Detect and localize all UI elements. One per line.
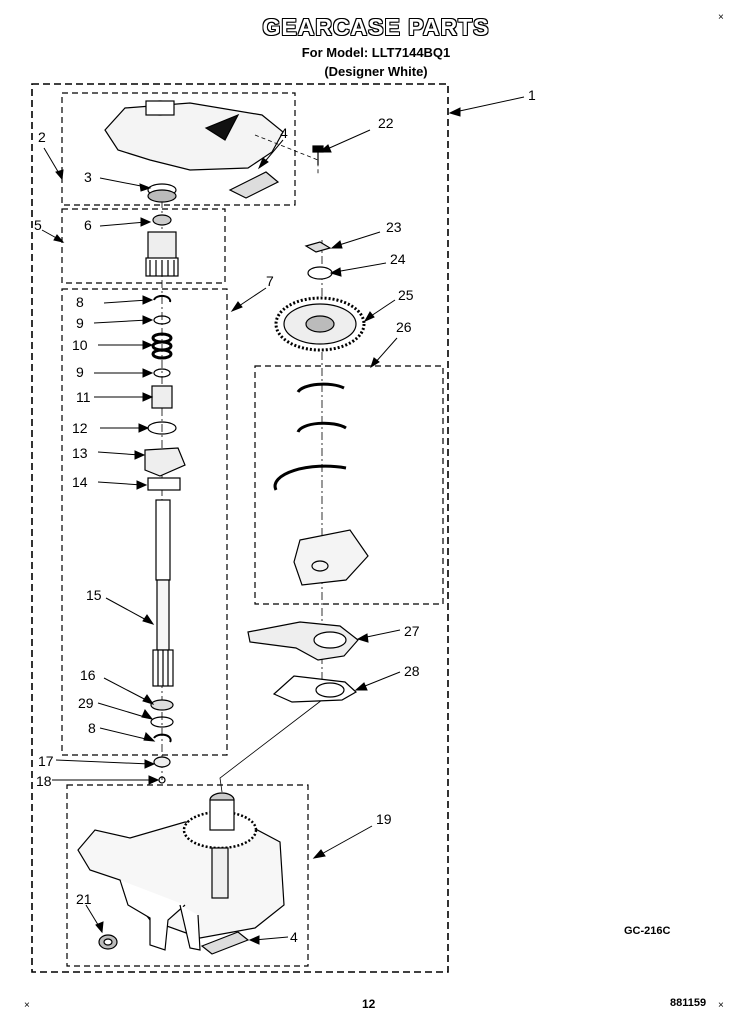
callout-label: 2: [38, 129, 46, 145]
callout-label: 25: [398, 287, 414, 303]
callout-label: 3: [84, 169, 92, 185]
page-number: 12: [362, 997, 376, 1011]
callout-label: 29: [78, 695, 94, 711]
diagram-code: GC-216C: [624, 925, 671, 937]
model-line: For Model: LLT7144BQ1: [301, 45, 451, 60]
callout-label: 8: [76, 294, 84, 310]
callout-label: 13: [72, 445, 88, 461]
cover-group-box: [61, 92, 296, 206]
callout-label: 6: [84, 217, 92, 233]
callout-label: 16: [80, 667, 96, 683]
callout-label: 9: [76, 315, 84, 331]
shift-group-box: [254, 365, 444, 605]
corner-mark: ×: [718, 12, 724, 23]
callout-label: 26: [396, 319, 412, 335]
gearcase-cover: [104, 102, 284, 171]
callout-label: 14: [72, 474, 88, 490]
callout-label: 1: [528, 87, 536, 103]
callout-label: 5: [34, 217, 42, 233]
variant-line: (Designer White): [324, 64, 428, 79]
callout-label: 17: [38, 753, 54, 769]
callout-label: 21: [76, 891, 92, 907]
callout-label: 15: [86, 587, 102, 603]
corner-mark: ×: [24, 1000, 30, 1011]
callout-label: 23: [386, 219, 402, 235]
callout-label: 11: [76, 389, 91, 405]
callout-label: 10: [72, 337, 88, 353]
callout-label: 8: [88, 720, 96, 736]
callout-label: 24: [390, 251, 406, 267]
case-group-box: [66, 784, 309, 967]
callout-label: 27: [404, 623, 420, 639]
callout-label: 4: [290, 929, 298, 945]
callout-label: 19: [376, 811, 392, 827]
callout-label: 22: [378, 115, 394, 131]
corner-mark: ×: [718, 1000, 724, 1011]
callout-label: 18: [36, 773, 52, 789]
callout-label: 28: [404, 663, 420, 679]
callout-label: 4: [280, 125, 288, 141]
pinion-group-box: [61, 208, 226, 284]
shaft-group-box: [61, 288, 228, 756]
assembly-frame: [31, 83, 449, 973]
callout-label: 12: [72, 420, 88, 436]
callout-label: 9: [76, 364, 84, 380]
document-number: 881159: [670, 997, 707, 1009]
page-title: GEARCASE PARTS: [262, 14, 490, 40]
callout-label: 7: [266, 273, 274, 289]
